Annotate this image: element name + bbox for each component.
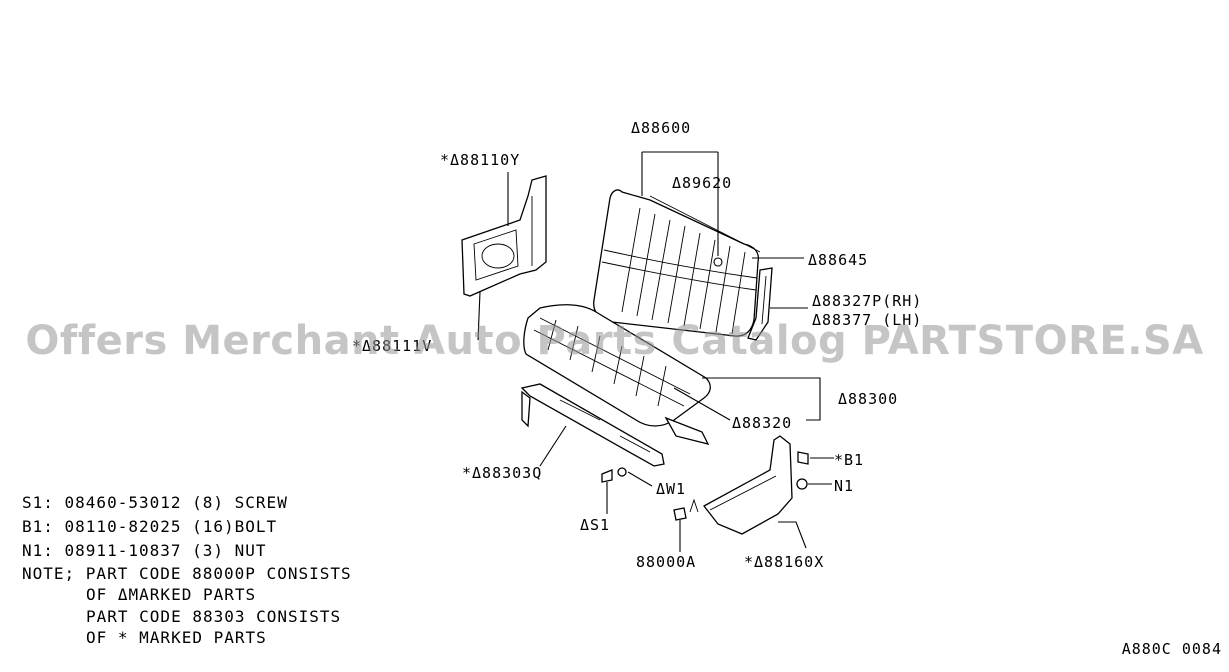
callout-s1: ΔS1 (580, 516, 610, 534)
callout-88300: Δ88300 (838, 390, 898, 408)
fastener-88000a[interactable] (673, 498, 699, 521)
legend-b1: B1: 08110-82025 (16)BOLT (22, 517, 277, 536)
callout-88110y: *Δ88110Y (440, 151, 520, 169)
fastener-b1[interactable] (797, 451, 809, 465)
callout-88320: Δ88320 (732, 414, 792, 432)
fastener-n1[interactable] (796, 478, 808, 490)
diagram-code: A880C 0084 (1122, 640, 1222, 658)
callout-88600: Δ88600 (631, 119, 691, 137)
callout-88303q: *Δ88303Q (462, 464, 542, 482)
callout-88327p: Δ88327P(RH) (812, 292, 922, 310)
callout-88645: Δ88645 (808, 251, 868, 269)
callout-labels: Δ88600 *Δ88110Y Δ89620 Δ88645 Δ88327P(RH… (352, 119, 922, 571)
callout-89620: Δ89620 (672, 174, 732, 192)
side-panel-88110y[interactable] (461, 175, 547, 297)
legend-note-line1: NOTE; PART CODE 88000P CONSISTS (22, 564, 352, 583)
fastener-s1[interactable] (601, 469, 613, 514)
legend-n1: N1: 08911-10837 (3) NUT (22, 541, 267, 560)
callout-88000a: 88000A (636, 553, 696, 571)
callout-w1: ΔW1 (656, 480, 686, 498)
seat-cushion[interactable] (523, 304, 711, 427)
legend-note-line4: OF * MARKED PARTS (86, 628, 267, 647)
callout-88111v: *Δ88111V (352, 337, 432, 355)
callout-n1: N1 (834, 477, 854, 495)
seat-back[interactable] (593, 189, 761, 337)
callout-b1: *B1 (834, 451, 864, 469)
callout-88160x: *Δ88160X (744, 553, 824, 571)
legend-s1: S1: 08460-53012 (8) SCREW (22, 493, 288, 512)
parts-legend: S1: 08460-53012 (8) SCREW B1: 08110-8202… (22, 493, 352, 647)
frame-rail-88303q[interactable] (520, 383, 710, 467)
callout-88377: Δ88377 (LH) (812, 311, 922, 329)
side-finisher-88327[interactable] (747, 267, 773, 341)
leader-lines (477, 151, 834, 552)
fastener-w1[interactable] (617, 467, 627, 477)
bracket-88160x[interactable] (703, 435, 793, 535)
legend-note-line3: PART CODE 88303 CONSISTS (86, 607, 341, 626)
legend-note-line2: OF ΔMARKED PARTS (86, 585, 256, 604)
